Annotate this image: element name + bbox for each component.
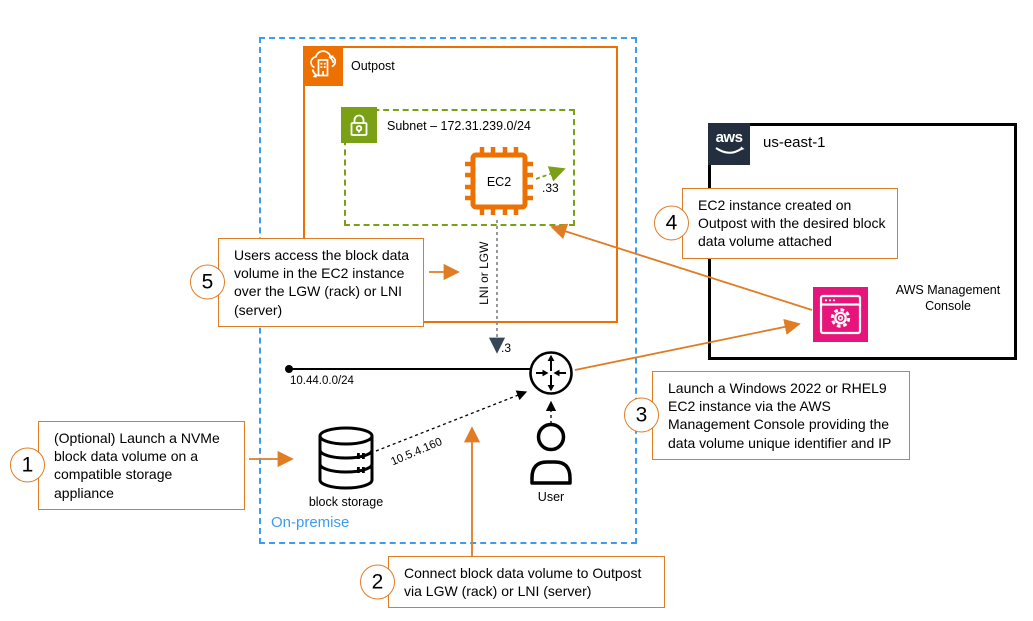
callout-2-text: Connect block data volume to Outpost via… (404, 565, 642, 600)
block-storage-label: block storage (308, 495, 384, 509)
callout-4-text: EC2 instance created on Outpost with the… (698, 197, 886, 250)
subnet-boundary (344, 109, 575, 226)
storage-to-router-dashed-arrow (375, 390, 528, 452)
callout-4: 4 EC2 instance created on Outpost with t… (654, 188, 898, 259)
ec2-ip-suffix-label: .33 (542, 181, 559, 195)
callout-3-number: 3 (624, 397, 659, 433)
region-label: us-east-1 (763, 134, 826, 151)
gateway-label: LNI or LGW (476, 241, 491, 305)
router-arrows-icon (528, 350, 574, 396)
console-label: AWS Management Console (895, 283, 1001, 314)
subnet-label: Subnet – 172.31.239.0/24 (387, 119, 531, 133)
ec2-ip-dashed-arrow (535, 166, 566, 182)
callout-5-text: Users access the block data volume in th… (234, 247, 410, 318)
ec2-label: EC2 (486, 175, 512, 189)
callout-2: 2 Connect block data volume to Outpost v… (360, 556, 665, 609)
lock-icon (341, 107, 377, 143)
callout-5: 5 Users access the block data volume in … (190, 238, 424, 327)
callout-3-text: Launch a Windows 2022 or RHEL9 EC2 insta… (668, 380, 892, 451)
router-ip-suffix-label: .3 (501, 341, 512, 355)
outpost-label: Outpost (351, 59, 395, 73)
outpost-cloud-building-icon (303, 46, 343, 86)
chip-icon (462, 144, 536, 218)
callout-1: 1 (Optional) Launch a NVMe block data vo… (10, 421, 245, 510)
callout-1-number: 1 (10, 447, 45, 483)
router-to-console-arrow (574, 318, 801, 371)
on-premise-label: On-premise (271, 514, 350, 531)
lan-cidr-label: 10.44.0.0/24 (290, 375, 354, 387)
user-label: User (537, 490, 565, 504)
lan-endpoint-dot (285, 365, 293, 373)
database-cylinder-icon (316, 424, 376, 494)
aws-logo: aws (708, 123, 750, 165)
callout-2-number: 2 (360, 564, 395, 600)
person-icon (524, 419, 578, 489)
callout-3: 3 Launch a Windows 2022 or RHEL9 EC2 ins… (624, 371, 910, 460)
outpost-boundary (303, 46, 618, 323)
console-to-ec2-arrow (550, 223, 813, 311)
callout-4-number: 4 (654, 205, 689, 241)
aws-logo-word: aws (715, 129, 743, 146)
callout-1-text: (Optional) Launch a NVMe block data volu… (54, 430, 220, 501)
aws-smile-swoosh (715, 146, 745, 154)
callout-5-number: 5 (190, 264, 225, 300)
browser-gear-icon (813, 287, 868, 342)
